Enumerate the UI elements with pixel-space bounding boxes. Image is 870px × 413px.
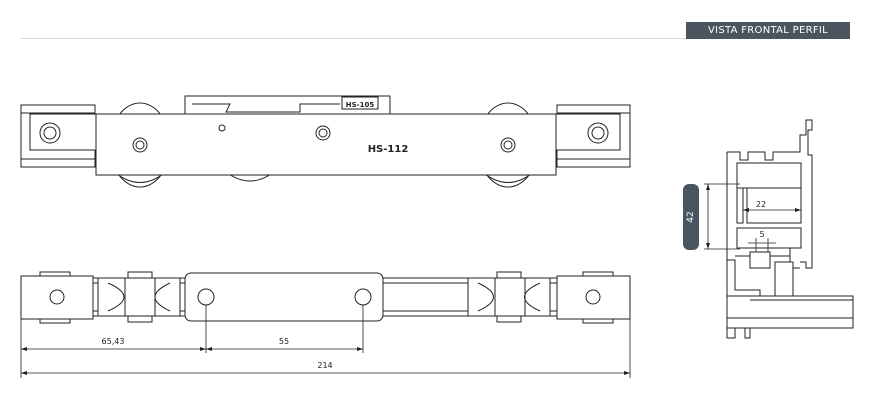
height-dim-badge: 42: [683, 184, 699, 250]
dim-5: 5: [759, 230, 764, 239]
height-dim-label: 42: [686, 211, 696, 223]
dimension-lines: [20, 305, 631, 378]
front-top-clip: [184, 95, 391, 115]
front-view: [20, 95, 631, 188]
bottom-view: [20, 271, 631, 324]
bottom-center-plate: [184, 272, 384, 322]
dim-214: 214: [317, 361, 332, 370]
profile-dims: [704, 183, 801, 252]
front-model-label: HS-112: [368, 144, 409, 155]
dim-65-43: 65,43: [102, 337, 125, 346]
front-main-plate: [29, 113, 621, 176]
section-title: VISTA FRONTAL PERFIL: [707, 25, 829, 36]
front-clip-label: HS-105: [346, 101, 375, 109]
dim-22: 22: [756, 200, 766, 209]
dim-55: 55: [279, 337, 289, 346]
profile-section: [726, 119, 854, 339]
section-title-tag: VISTA FRONTAL PERFIL: [686, 22, 850, 39]
header-rule: [20, 38, 850, 39]
